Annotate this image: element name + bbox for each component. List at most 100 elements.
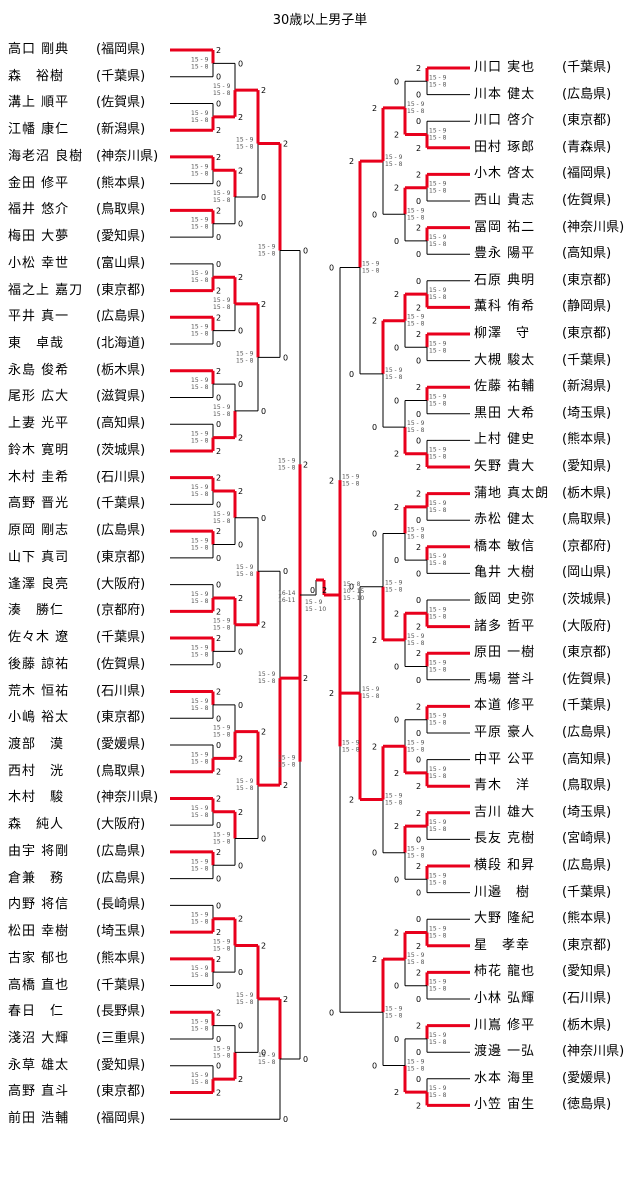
player-name: 森 裕樹	[8, 68, 65, 84]
match-result-number: 0	[349, 370, 354, 379]
right-player-entry: 原田 一樹(東京都)	[474, 642, 611, 664]
game-score-text: 15 - 8	[191, 224, 209, 231]
player-name: 小木 啓太	[474, 166, 536, 182]
right-player-entry: 川嶌 修平(栃木県)	[474, 1015, 611, 1037]
player-name: 川口 実也	[474, 60, 536, 75]
player-affiliation: (福岡県)	[96, 1111, 146, 1127]
player-affiliation: (鳥取県)	[562, 778, 612, 794]
game-score-text: 15 - 8	[429, 986, 447, 993]
player-name: 平原 豪人	[474, 725, 536, 740]
game-score-text: 15 - 8	[191, 1026, 209, 1033]
match-result-number: 0	[216, 393, 221, 402]
match-result-number: 2	[238, 1075, 243, 1084]
player-affiliation: (石川県)	[562, 991, 612, 1006]
player-affiliation: (徳島県)	[562, 1097, 612, 1113]
match-result-number: 0	[261, 514, 266, 523]
match-result-number: 0	[416, 835, 421, 844]
right-player-entry: 本道 修平(千葉県)	[474, 695, 611, 717]
match-result-number: 2	[416, 623, 421, 632]
game-score-text: 15 - 9	[429, 926, 447, 933]
match-result-number: 0	[216, 260, 221, 269]
match-result-number: 0	[416, 277, 421, 286]
right-player-entry: 豊永 陽平(高知県)	[474, 243, 611, 265]
game-score-text: 15 - 9	[213, 83, 231, 90]
player-name: 西山 貴志	[474, 193, 536, 208]
match-result-number: 2	[261, 86, 266, 95]
player-name: 青木 洋	[474, 778, 531, 794]
player-affiliation: (東京都)	[96, 549, 146, 565]
match-result-number: 2	[216, 206, 221, 215]
match-result-number: 2	[238, 487, 243, 496]
match-result-number: 2	[216, 607, 221, 616]
game-score-text: 15 - 8	[213, 945, 231, 952]
game-score-text: 15 - 9	[191, 1019, 209, 1026]
game-score-text: 15 - 8	[407, 640, 425, 647]
match-result-number: 0	[394, 982, 399, 991]
player-name: 内野 将信	[8, 897, 70, 913]
player-name: 永島 俊希	[8, 362, 70, 378]
player-name: 田村 琢郎	[474, 139, 536, 155]
player-name: 橋本 敏信	[474, 538, 536, 554]
match-result-number: 0	[394, 875, 399, 884]
game-score-text: 15 - 8	[191, 170, 209, 177]
left-player-entry: 高口 剛典(福岡県)	[8, 39, 145, 61]
match-result-number: 0	[372, 1062, 377, 1071]
right-player-entry: 蒲地 真太朗(栃木県)	[474, 483, 611, 505]
game-score-text: 15 - 8	[429, 826, 447, 833]
player-name: 川邉 樹	[474, 884, 531, 900]
player-affiliation: (広島県)	[562, 858, 612, 873]
game-score-text: 10 - 15	[343, 588, 364, 595]
match-result-number: 0	[238, 59, 243, 68]
player-name: 小松 幸世	[8, 255, 70, 271]
match-result-number: 2	[416, 809, 421, 818]
right-player-entry: 西山 貴志(佐賀県)	[474, 190, 611, 212]
game-score-text: 15 - 8	[429, 560, 447, 567]
player-name: 冨岡 祐二	[474, 219, 536, 235]
player-affiliation: (埼玉県)	[562, 804, 612, 820]
player-affiliation: (栃木県)	[562, 1017, 612, 1033]
game-score-text: 15 - 8	[236, 999, 254, 1006]
match-result-number: 2	[416, 968, 421, 977]
match-result-number: 0	[238, 220, 243, 229]
player-name: 東 卓哉	[8, 336, 65, 352]
player-affiliation: (東京都)	[96, 710, 146, 726]
game-score-text: 15 - 8	[213, 411, 231, 418]
match-result-number: 2	[416, 224, 421, 233]
player-name: 柿花 龍也	[474, 964, 536, 980]
left-player-entry: 由宇 将剛(広島県)	[8, 841, 145, 863]
game-score-text: 15 - 8	[407, 214, 425, 221]
player-affiliation: (大阪府)	[96, 817, 146, 833]
game-score-text: 15 - 9	[213, 832, 231, 839]
match-result-number: 2	[416, 170, 421, 179]
game-score-text: 15 - 8	[407, 1066, 425, 1073]
match-result-number: 2	[372, 955, 377, 964]
game-score-text: 15 - 9	[407, 1059, 425, 1066]
left-player-entry: 福之上 嘉刀(東京都)	[8, 280, 145, 302]
player-name: 福之上 嘉刀	[8, 282, 84, 298]
player-name: 古家 郁也	[8, 950, 70, 966]
player-name: 大野 隆紀	[474, 911, 536, 927]
player-affiliation: (滋賀県)	[96, 389, 146, 405]
left-player-entry: 高橋 直也(千葉県)	[8, 975, 145, 997]
player-affiliation: (東京都)	[96, 1084, 146, 1100]
match-result-number: 0	[372, 210, 377, 219]
left-player-entry: 倉兼 務(広島県)	[8, 868, 145, 890]
match-result-number: 2	[394, 503, 399, 512]
match-result-number: 0	[261, 193, 266, 202]
player-affiliation: (静岡県)	[562, 299, 612, 315]
game-score-text: 15 - 8	[213, 625, 231, 632]
player-name: 福井 悠介	[8, 202, 70, 218]
player-affiliation: (鳥取県)	[562, 512, 612, 528]
match-result-number: 2	[349, 796, 354, 805]
game-score-text: 15 - 9	[191, 484, 209, 491]
left-player-entry: 森 純人(大阪府)	[8, 814, 145, 836]
player-affiliation: (東京都)	[562, 113, 612, 129]
right-player-entry: 冨岡 祐二(神奈川県)	[474, 217, 624, 239]
left-player-entry: 上妻 光平(高知県)	[8, 413, 145, 435]
match-result-number: 0	[261, 835, 266, 844]
game-score-text: 15 - 8	[429, 294, 447, 301]
game-score-text: 15 - 9	[191, 538, 209, 545]
player-affiliation: (千葉県)	[562, 884, 612, 900]
player-affiliation: (広島県)	[96, 870, 146, 886]
